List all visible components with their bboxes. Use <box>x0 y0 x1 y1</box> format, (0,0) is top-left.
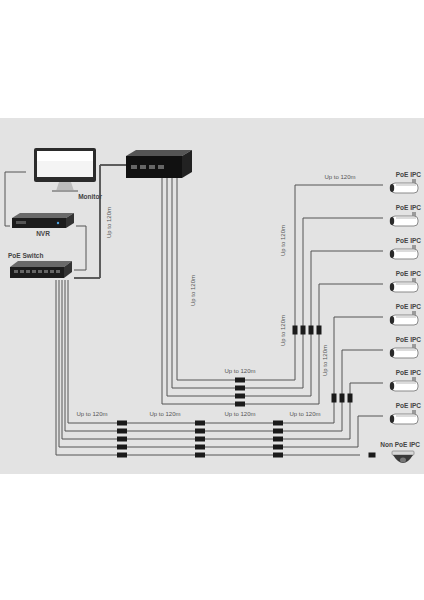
cam-drawing <box>387 179 421 195</box>
nvr-drawing <box>10 212 76 230</box>
cam-drawing <box>387 245 421 261</box>
network-cable <box>74 165 383 388</box>
switch-drawing <box>8 260 74 280</box>
poe-extender <box>332 394 337 403</box>
poe-camera: PoE IPC <box>383 237 421 261</box>
nvr-device: NVR <box>10 212 76 238</box>
distance-label: Up to 120m <box>107 205 114 238</box>
device-label: PoE IPC <box>396 369 421 377</box>
cam-drawing <box>387 278 421 294</box>
poe-extender <box>309 326 314 335</box>
network-cable <box>74 226 86 270</box>
monitor-drawing <box>28 147 102 193</box>
distance-label: Up to 120m <box>281 313 288 346</box>
poe-extender <box>195 453 205 458</box>
device-label: PoE IPC <box>396 336 421 344</box>
device-label: Non PoE IPC <box>380 441 420 449</box>
distance-label: Up to 120m <box>323 343 330 376</box>
distance-label: Up to 120m <box>75 411 108 418</box>
cam-drawing <box>387 344 421 360</box>
poe-extender <box>273 453 283 458</box>
network-cable <box>74 165 383 404</box>
network-cable <box>59 280 383 447</box>
distance-label: Up to 120m <box>191 273 198 306</box>
poe-extender <box>235 378 245 383</box>
poe-extender <box>273 421 283 426</box>
cam-drawing <box>387 377 421 393</box>
poe-extender <box>340 394 345 403</box>
poe-extender <box>293 326 298 335</box>
poe-extender <box>235 394 245 399</box>
poe-extender <box>273 445 283 450</box>
poe-extender <box>301 326 306 335</box>
cam-drawing <box>387 311 421 327</box>
network-cable <box>68 280 383 423</box>
dome-drawing <box>386 449 420 469</box>
device-label: NVR <box>36 230 50 238</box>
poe-extender <box>117 429 127 434</box>
poe-camera: PoE IPC <box>383 303 421 327</box>
distance-label: Up to 120m <box>281 223 288 256</box>
device-label: PoE IPC <box>396 237 421 245</box>
poe-extender <box>195 429 205 434</box>
device-label: PoE IPC <box>396 303 421 311</box>
cam-drawing <box>387 212 421 228</box>
network-cable <box>74 165 383 396</box>
device-label: PoE IPC <box>396 171 421 179</box>
non-poe-camera: Non PoE IPC <box>360 441 420 469</box>
poe-camera: PoE IPC <box>383 204 421 228</box>
poe-extender <box>195 445 205 450</box>
poe-extender <box>348 394 353 403</box>
poe-extender <box>195 421 205 426</box>
poe-extender <box>273 437 283 442</box>
distance-label: Up to 120m <box>288 411 321 418</box>
distance-label: Up to 120m <box>223 368 256 375</box>
device-label: Monitor <box>78 193 102 201</box>
poe-extender <box>235 402 245 407</box>
device-label: PoE Switch <box>8 252 43 260</box>
network-cable <box>65 280 383 431</box>
device-label: PoE IPC <box>396 402 421 410</box>
poe-switch: PoE Switch <box>8 252 74 280</box>
poe-extender <box>117 453 127 458</box>
poe-extender <box>117 437 127 442</box>
network-cable <box>74 165 383 380</box>
distance-label: Up to 120m <box>223 411 256 418</box>
poe-camera: PoE IPC <box>383 402 421 426</box>
poe-camera: PoE IPC <box>383 270 421 294</box>
cam-drawing <box>387 410 421 426</box>
poe-extender <box>195 437 205 442</box>
poe-extender <box>317 326 322 335</box>
poe-extender-hub <box>126 150 192 178</box>
poe-camera: PoE IPC <box>383 336 421 360</box>
poe-camera: PoE IPC <box>383 369 421 393</box>
distance-label: Up to 120m <box>148 411 181 418</box>
network-cable <box>62 280 383 439</box>
device-label: PoE IPC <box>396 270 421 278</box>
poe-extender <box>273 429 283 434</box>
poe-extender <box>369 453 376 458</box>
device-label: PoE IPC <box>396 204 421 212</box>
poe-extender <box>117 445 127 450</box>
monitor-icon: Monitor <box>26 147 102 201</box>
poe-extender <box>235 386 245 391</box>
network-cable <box>56 280 360 455</box>
poe-extender <box>117 421 127 426</box>
poe-camera: PoE IPC <box>383 171 421 195</box>
distance-label: Up to 120m <box>323 174 356 181</box>
